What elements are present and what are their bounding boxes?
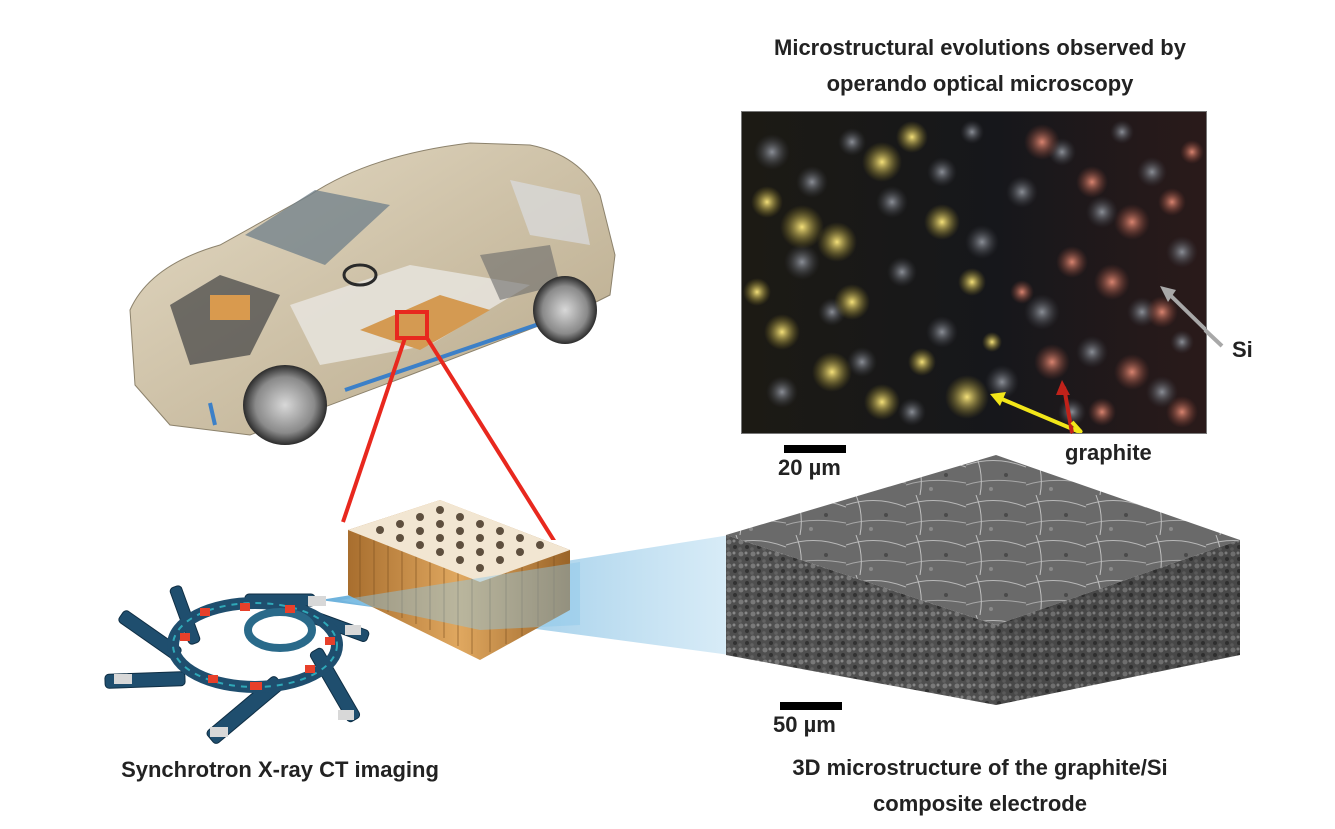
- optical-microscopy-title-line1: Microstructural evolutions observed by: [774, 35, 1186, 60]
- ct-caption-line2: composite electrode: [873, 791, 1087, 816]
- scale-bar-20um: [784, 445, 846, 453]
- graphite-yellow-arrow: [996, 395, 1083, 433]
- scale-bar-50um: [780, 702, 842, 710]
- scale-bar-50um-label: 50 µm: [773, 712, 836, 737]
- electric-car-cutaway-illustration: [110, 135, 630, 455]
- battery-pack-cells: [340, 500, 580, 665]
- optical-microscopy-title-line2: operando optical microscopy: [826, 71, 1134, 96]
- annotation-arrow-tails: [1050, 300, 1230, 450]
- si-label: Si: [1232, 337, 1253, 362]
- synchrotron-illustration: [100, 575, 380, 745]
- synchrotron-caption: Synchrotron X-ray CT imaging: [121, 757, 439, 782]
- ct-3d-microstructure-render: [726, 455, 1240, 705]
- si-arrow: [1165, 290, 1206, 332]
- optical-microscopy-image: [741, 111, 1207, 434]
- scale-bar-20um-label: 20 µm: [778, 455, 841, 480]
- graphite-label: graphite: [1065, 440, 1152, 465]
- ct-caption-line1: 3D microstructure of the graphite/Si: [792, 755, 1168, 780]
- zoom-highlight-lines: [330, 300, 590, 540]
